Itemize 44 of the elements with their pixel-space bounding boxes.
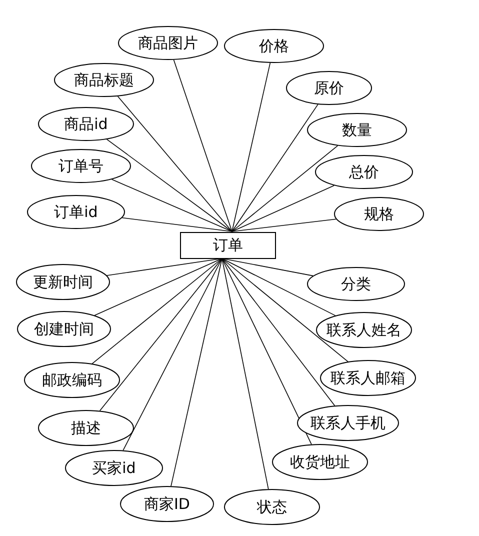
connector-line (222, 258, 336, 316)
connector-line (94, 258, 222, 316)
attribute-ellipse: 联系人邮箱 (320, 360, 416, 396)
attribute-ellipse: 更新时间 (16, 264, 110, 300)
attribute-ellipse: 订单id (27, 195, 125, 229)
connector-line (222, 258, 336, 406)
attribute-ellipse: 邮政编码 (24, 362, 120, 398)
connector-line (170, 258, 222, 486)
connector-line (92, 258, 222, 364)
connector-line (122, 217, 232, 232)
attribute-ellipse: 商品图片 (118, 26, 218, 60)
attribute-ellipse: 买家id (65, 450, 163, 486)
connector-line (222, 258, 312, 445)
connector-line (232, 218, 336, 232)
connector-line (99, 258, 222, 412)
attribute-ellipse: 商品id (38, 107, 134, 141)
attribute-ellipse: 状态 (224, 489, 320, 525)
connector-line (222, 258, 348, 362)
attribute-ellipse: 创建时间 (17, 311, 111, 347)
connector-line (222, 258, 269, 490)
attribute-ellipse: 订单号 (31, 149, 131, 183)
attribute-ellipse: 联系人姓名 (316, 312, 412, 348)
attribute-ellipse: 联系人手机 (297, 405, 399, 441)
entity-box: 订单 (180, 232, 276, 258)
connector-line (232, 62, 271, 232)
connector-line (232, 185, 335, 232)
connector-line (173, 60, 232, 232)
attribute-ellipse: 数量 (307, 113, 407, 147)
attribute-ellipse: 总价 (315, 155, 413, 189)
attribute-ellipse: 原价 (286, 71, 372, 105)
attribute-ellipse: 描述 (38, 410, 134, 446)
attribute-ellipse: 规格 (334, 197, 424, 231)
attribute-ellipse: 收货地址 (272, 444, 368, 480)
connector-line (232, 104, 318, 232)
connector-line (106, 258, 222, 276)
connector-line (117, 96, 232, 232)
connector-line (122, 258, 222, 451)
attribute-ellipse: 分类 (307, 267, 405, 301)
attribute-ellipse: 商家ID (120, 486, 214, 522)
connector-line (106, 138, 232, 232)
connector-line (111, 178, 232, 232)
attribute-ellipse: 商品标题 (54, 63, 154, 97)
attribute-ellipse: 价格 (224, 29, 324, 63)
connector-line (222, 258, 314, 276)
